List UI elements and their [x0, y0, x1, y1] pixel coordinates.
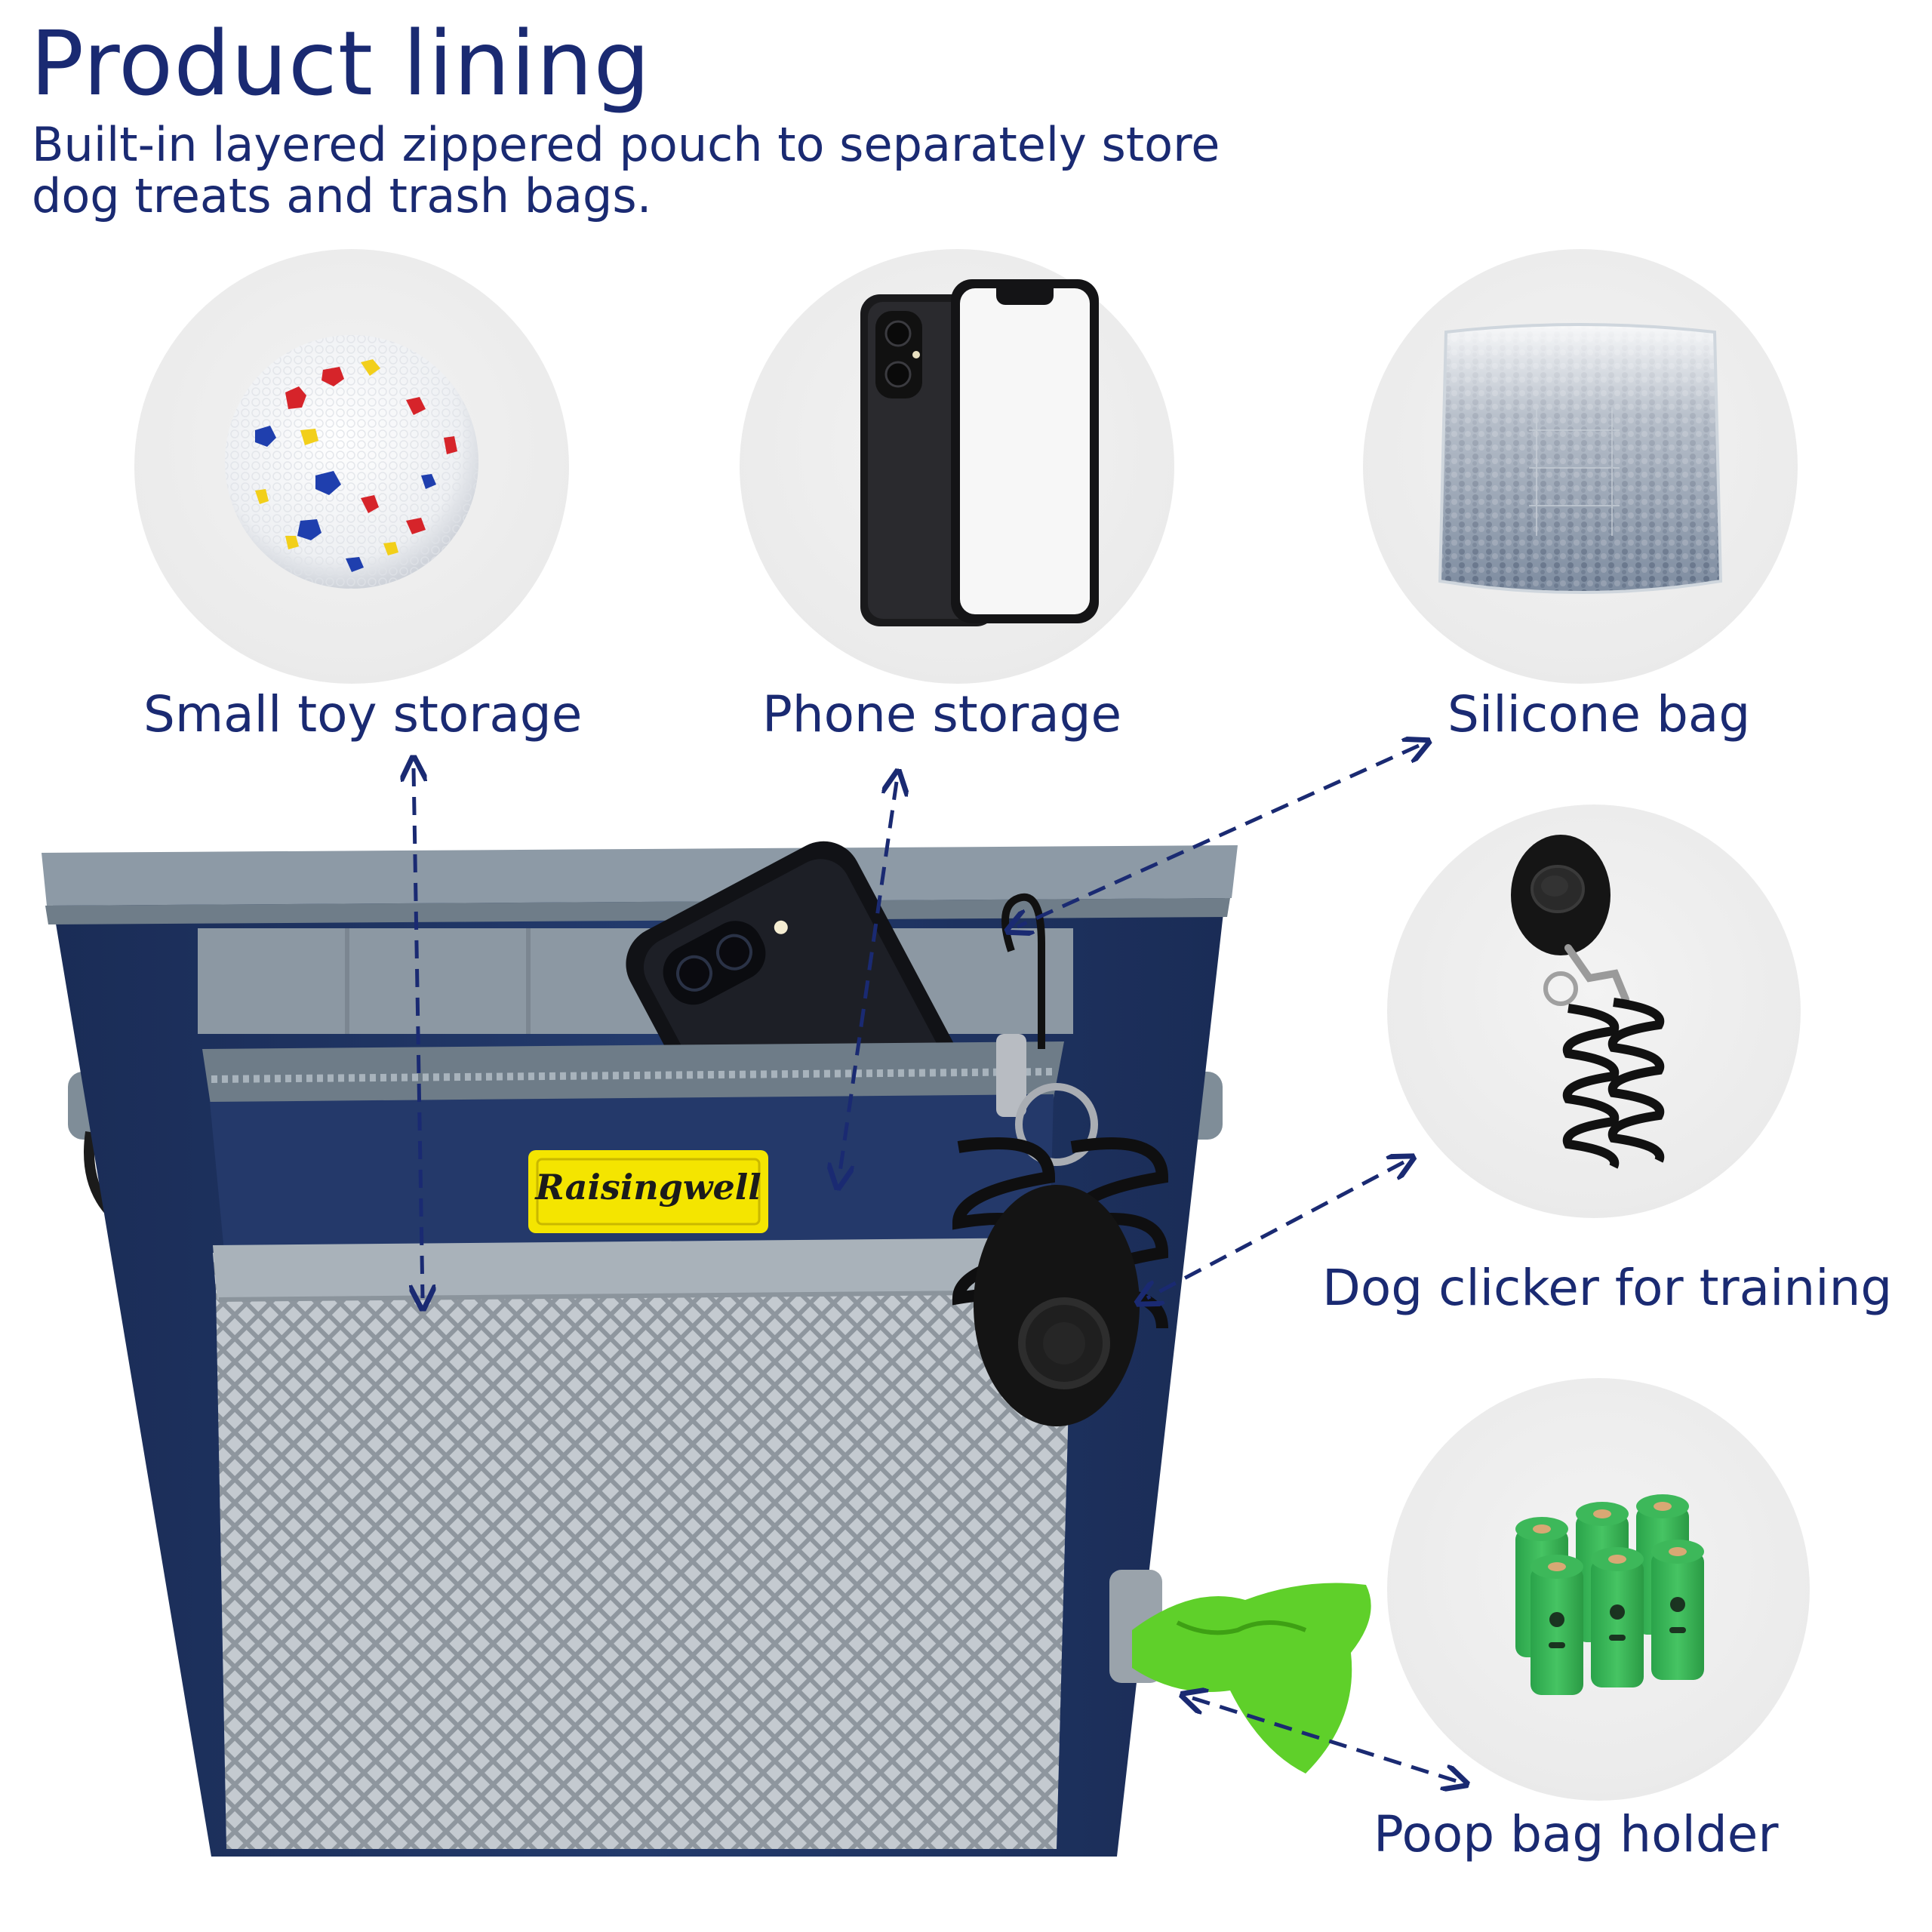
clicker-arrow	[1147, 1162, 1404, 1298]
silicone-arrow	[1017, 746, 1419, 927]
brand-tag-text: Raisingwell	[535, 1167, 761, 1208]
clicker-circle	[1387, 804, 1801, 1218]
toy-ball-icon	[225, 335, 478, 589]
silicone-bag-icon	[1438, 323, 1723, 594]
phone-circle	[740, 249, 1174, 684]
toy-arrow	[414, 768, 423, 1298]
page-subtitle: Built-in layered zippered pouch to separ…	[32, 119, 1220, 222]
silicone-circle	[1363, 249, 1798, 684]
poop-arrow	[1192, 1698, 1457, 1781]
subtitle-line-1: Built-in layered zippered pouch to separ…	[32, 117, 1220, 172]
phone-storage-label: Phone storage	[762, 685, 1122, 743]
poop-bag-rolls-icon	[1515, 1494, 1704, 1695]
poop-bag-holder-label: Poop bag holder	[1374, 1805, 1779, 1863]
page-title: Product lining	[30, 11, 651, 115]
smartphone-icon	[860, 279, 1099, 626]
toy-storage-label: Small toy storage	[143, 685, 583, 743]
subtitle-line-2: dog treats and trash bags.	[32, 168, 652, 223]
silicone-bag-label: Silicone bag	[1447, 685, 1751, 743]
toy-circle	[134, 249, 569, 684]
dog-clicker-icon	[1511, 835, 1665, 1169]
phone-arrow	[839, 782, 897, 1177]
